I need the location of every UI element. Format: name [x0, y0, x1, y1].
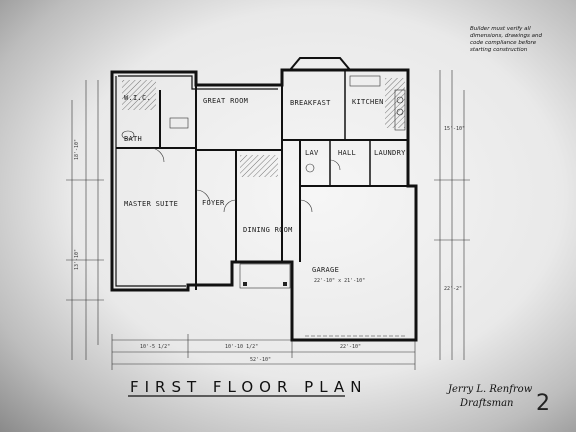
room-hall: HALL [338, 149, 356, 157]
room-wic: W.I.C. [124, 94, 151, 102]
dim-bottom-mid: 10'-10 1/2" [225, 344, 258, 350]
builder-notice-line-1: Builder must verify all [470, 26, 531, 32]
draftsman-role: Draftsman [459, 398, 514, 409]
bathtub [121, 130, 135, 140]
room-dining-room: DINING ROOM [243, 226, 293, 234]
vanity [169, 117, 189, 129]
closet-hatch [122, 80, 156, 110]
dim-bottom-total: 52'-10" [250, 357, 271, 363]
dim-right-upper: 15'-10" [444, 126, 465, 132]
room-foyer: FOYER [202, 199, 225, 207]
builder-notice-line-2: dimensions, drawings and [470, 33, 542, 39]
room-breakfast: BREAKFAST [290, 99, 331, 107]
room-laundry: LAUNDRY [374, 149, 406, 157]
builder-notice-line-4: starting construction [470, 47, 528, 53]
door-swings [149, 147, 341, 213]
dim-right-lower: 22'-2" [444, 286, 462, 292]
builder-notice-line-3: code compliance before [470, 40, 537, 46]
dim-bottom-right: 22'-10" [340, 344, 361, 350]
dim-left-upper: 18'-10" [74, 139, 80, 160]
exterior-walls [110, 68, 418, 342]
room-kitchen: KITCHEN [352, 98, 384, 106]
bay-window [289, 57, 351, 71]
front-porch [239, 263, 291, 289]
room-bath: BATH [124, 135, 142, 143]
plan-title: FIRST FLOOR PLAN [130, 378, 367, 396]
room-master-suite: MASTER SUITE [124, 200, 178, 208]
room-great-room: GREAT ROOM [203, 97, 248, 105]
lav-toilet [305, 163, 315, 173]
right-dimension-lines [434, 70, 470, 360]
dim-bottom-left: 10'-5 1/2" [140, 344, 170, 350]
room-lav: LAV [305, 149, 319, 157]
dim-garage-size: 22'-10" x 21'-10" [314, 278, 365, 284]
dim-left-lower: 13'-10" [74, 249, 80, 270]
page-number: 2 [536, 391, 550, 416]
draftsman-name: Jerry L. Renfrow [446, 384, 533, 395]
room-garage: GARAGE [312, 266, 339, 274]
stair-hatch [240, 155, 278, 177]
interior-walls [116, 70, 416, 290]
left-dimension-lines [66, 80, 104, 360]
